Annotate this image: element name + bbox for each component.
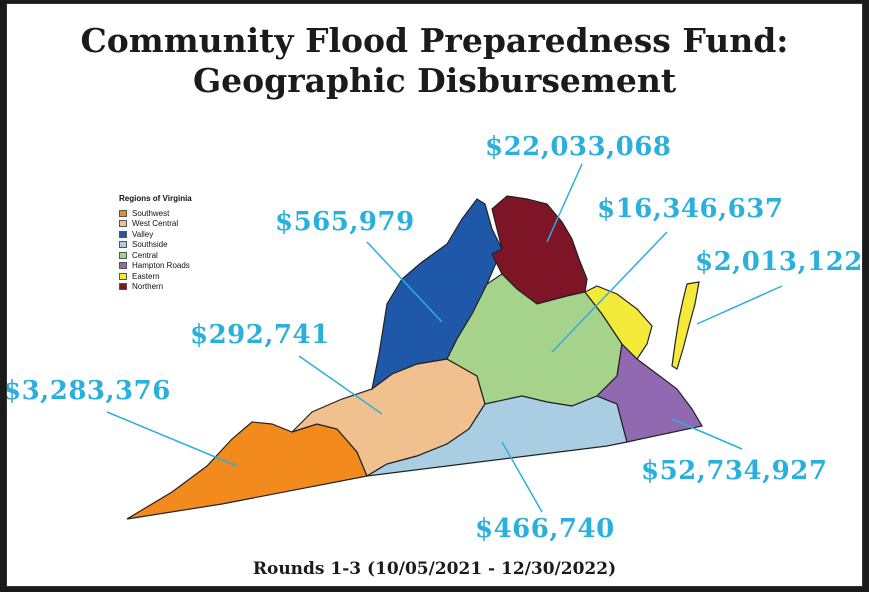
legend-swatch bbox=[119, 251, 127, 259]
legend-item-hampton-roads: Hampton Roads bbox=[119, 261, 192, 272]
region-eastern-peninsulas bbox=[584, 285, 653, 360]
callout-line-valley bbox=[366, 241, 443, 323]
map-figure: Community Flood Preparedness Fund: Geogr… bbox=[6, 3, 863, 587]
amount-central: $16,346,637 bbox=[597, 194, 784, 224]
amount-hampton-roads: $52,734,927 bbox=[641, 456, 828, 486]
legend-swatch bbox=[119, 262, 127, 270]
legend-swatch bbox=[119, 272, 127, 280]
amount-southwest: $3,283,376 bbox=[6, 376, 171, 406]
region-valley bbox=[371, 198, 503, 391]
legend-label: Valley bbox=[132, 229, 154, 239]
callout-line-southside bbox=[501, 441, 543, 513]
legend-swatch bbox=[119, 209, 127, 217]
region-northern bbox=[491, 195, 588, 305]
region-eastern-shore bbox=[671, 281, 700, 370]
legend-item-valley: Valley bbox=[119, 229, 192, 240]
legend-swatch bbox=[119, 220, 127, 228]
amount-valley: $565,979 bbox=[275, 207, 415, 237]
legend-label: Southwest bbox=[132, 208, 170, 218]
legend-item-west-central: West Central bbox=[119, 219, 192, 230]
amount-eastern: $2,013,122 bbox=[695, 247, 863, 277]
legend-item-northern: Northern bbox=[119, 282, 192, 293]
legend-swatch bbox=[119, 283, 127, 291]
amount-west-central: $292,741 bbox=[190, 320, 330, 350]
legend-item-central: Central bbox=[119, 250, 192, 261]
region-southwest bbox=[126, 421, 368, 520]
legend-title: Regions of Virginia bbox=[119, 194, 192, 203]
subtitle-rounds: Rounds 1-3 (10/05/2021 - 12/30/2022) bbox=[252, 559, 617, 579]
legend-label: West Central bbox=[132, 219, 179, 229]
legend-label: Hampton Roads bbox=[132, 261, 190, 271]
legend-swatch bbox=[119, 241, 127, 249]
amount-northern: $22,033,068 bbox=[485, 132, 672, 162]
callout-line-hampton-roads bbox=[671, 418, 743, 450]
callout-line-eastern bbox=[696, 285, 783, 325]
callout-line-northern bbox=[546, 163, 583, 243]
callout-line-southwest bbox=[106, 411, 238, 467]
legend-swatch bbox=[119, 230, 127, 238]
legend-label: Central bbox=[132, 250, 158, 260]
legend-item-eastern: Eastern bbox=[119, 271, 192, 282]
callout-line-west-central bbox=[298, 355, 383, 415]
legend-label: Northern bbox=[132, 282, 164, 292]
callout-line-central bbox=[551, 231, 668, 353]
title-line-1: Community Flood Preparedness Fund: bbox=[80, 21, 789, 60]
amount-southside: $466,740 bbox=[475, 514, 615, 544]
legend-label: Southside bbox=[132, 240, 168, 250]
virginia-region-map bbox=[106, 163, 783, 520]
legend-label: Eastern bbox=[132, 271, 160, 281]
legend: Regions of Virginia Southwest West Centr… bbox=[119, 194, 192, 292]
legend-item-southwest: Southwest bbox=[119, 208, 192, 219]
legend-item-southside: Southside bbox=[119, 240, 192, 251]
title-line-2: Geographic Disbursement bbox=[192, 61, 677, 100]
